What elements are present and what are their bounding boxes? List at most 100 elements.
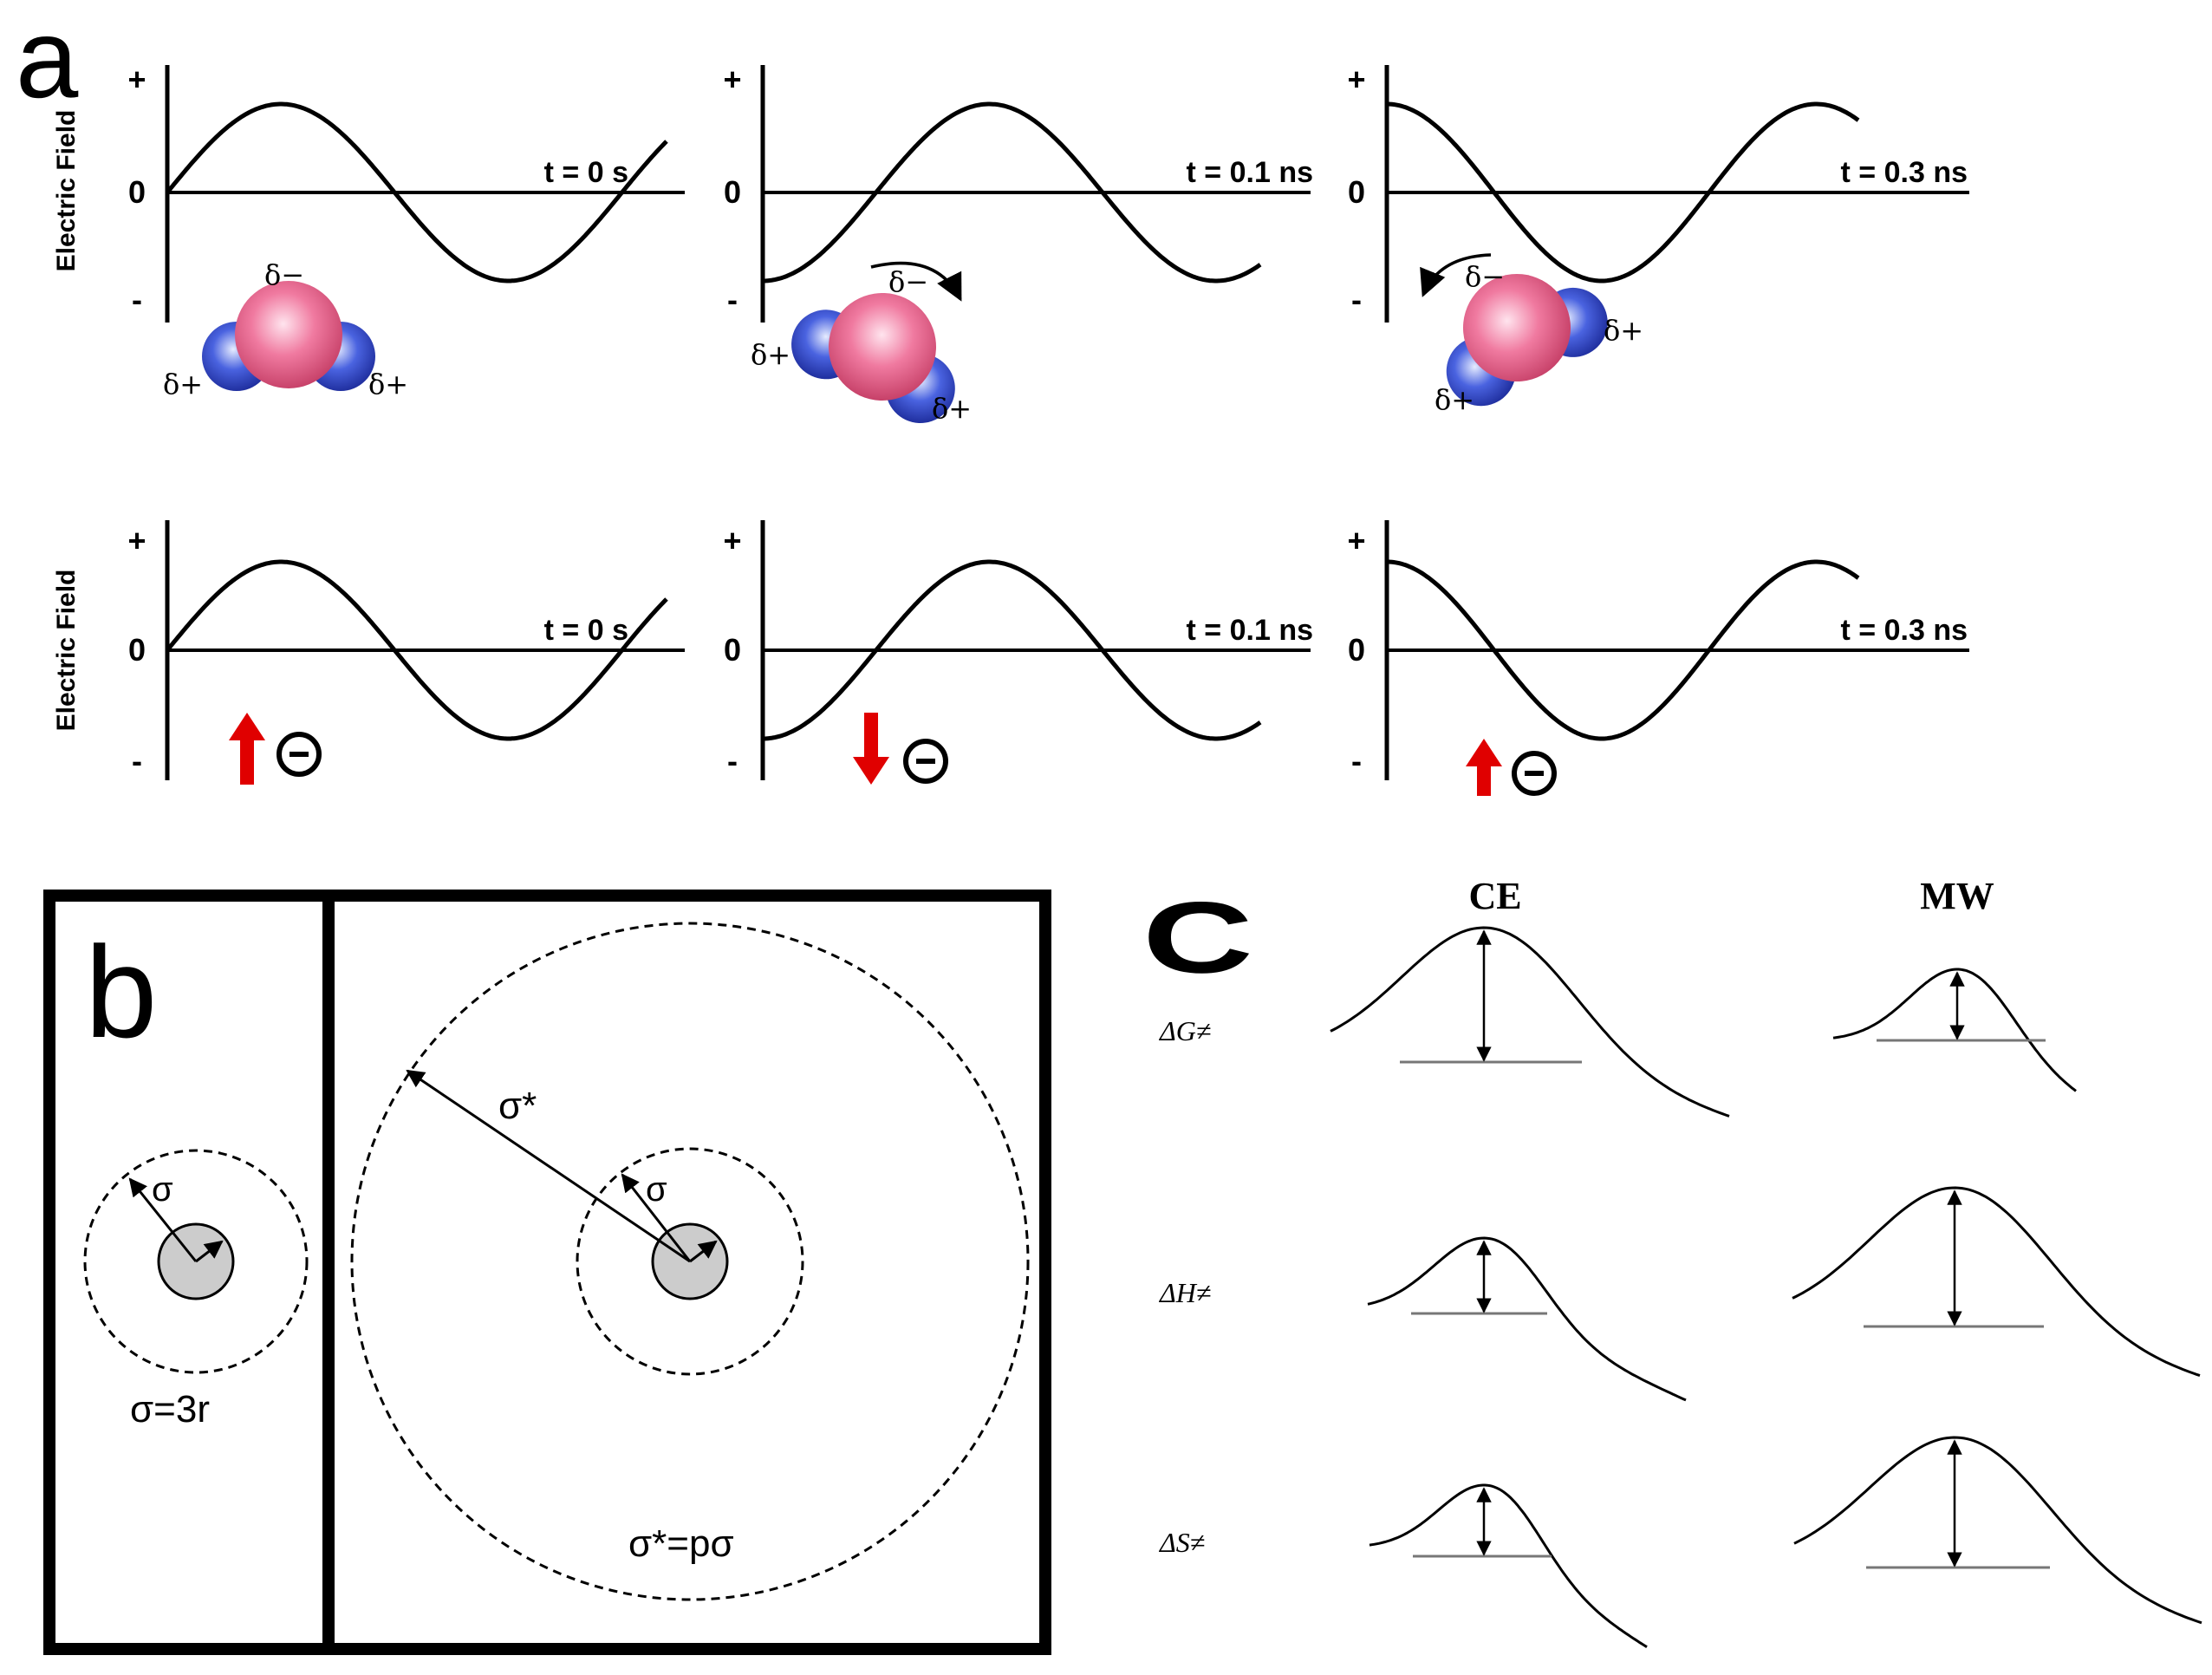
sine-wave <box>763 559 1262 741</box>
barrier-curve <box>1832 968 2077 1092</box>
time-label: t = 0.1 ns <box>1187 614 1313 647</box>
wave-plots: +0 - t = 0 s +0 - t = 0.1 ns +0 - t = 0.3 ns +0 - t… <box>127 62 1969 780</box>
energy-barrier <box>1793 1436 2202 1625</box>
y-axis-label-bottom: Electric Field <box>52 570 81 732</box>
column-header-mw: MW <box>1920 875 1994 917</box>
column-header-ce: CE <box>1468 875 1521 917</box>
rotation-arrow-clockwise <box>870 261 962 302</box>
negative-ion-icon <box>903 739 948 784</box>
sigma-circle <box>83 1149 309 1374</box>
tick-plus: + <box>127 523 146 558</box>
tick-plus: + <box>723 62 741 97</box>
barrier-curve <box>1330 926 1730 1118</box>
sigma-star-circle <box>350 922 1030 1601</box>
tick-zero: 0 <box>724 632 741 668</box>
y-axis-label-top: Electric Field <box>52 110 81 272</box>
oxygen-atom <box>829 293 936 401</box>
sigma-arrow <box>621 1173 692 1262</box>
field-plot: +0 - t = 0.1 ns <box>723 62 1313 323</box>
tick-minus: - <box>1351 743 1362 779</box>
energy-barrier <box>1832 968 2077 1092</box>
charge-delta-minus: δ− <box>1465 260 1505 293</box>
energy-barrier <box>1792 1186 2201 1378</box>
field-plot: +0 - t = 0 s <box>127 520 685 780</box>
sigma-star-label: σ* <box>498 1085 537 1127</box>
field-plot: +0 - t = 0.1 ns <box>723 520 1313 780</box>
sine-wave <box>1387 559 1860 741</box>
tick-zero: 0 <box>1348 174 1365 210</box>
sigma-arrow <box>128 1177 198 1262</box>
panel-a: a Electric Field Electric Field +0 - t = 0… <box>16 0 1969 796</box>
left-equation: σ=3r <box>130 1388 210 1431</box>
rotation-arrow-counterclockwise <box>1420 253 1492 297</box>
charge-delta-minus: δ− <box>264 258 304 291</box>
sine-wave <box>166 101 668 284</box>
sine-wave <box>166 559 668 741</box>
row-label-dh: ΔH≠ <box>1158 1277 1211 1308</box>
barrier-curve <box>1367 1236 1687 1402</box>
oxygen-atom <box>235 281 342 388</box>
sigma-label: σ <box>646 1170 667 1209</box>
tick-zero: 0 <box>128 632 146 668</box>
panel-c: C CE MW ΔG≠ ΔH≠ ΔS≠ <box>1142 875 2202 1648</box>
time-label: t = 0.1 ns <box>1187 156 1313 189</box>
field-plot: +0 - t = 0 s <box>127 62 685 323</box>
field-plot: +0 - t = 0.3 ns <box>1347 520 1969 780</box>
charge-delta-plus: δ+ <box>751 338 790 371</box>
radius-arrow <box>689 1240 718 1263</box>
barrier-curve <box>1369 1483 1648 1648</box>
radius-arrow <box>195 1240 224 1263</box>
negative-ion-icon <box>276 732 322 777</box>
panel-b-letter: b <box>85 919 157 1065</box>
panel-c-letter: C <box>1142 881 1253 994</box>
barrier-curve <box>1793 1436 2202 1625</box>
red-arrow-down-icon <box>853 713 889 785</box>
tick-zero: 0 <box>724 174 741 210</box>
tick-minus: - <box>132 743 142 779</box>
charge-delta-minus: δ− <box>888 265 928 298</box>
row-label-ds: ΔS≠ <box>1158 1527 1205 1558</box>
row-label-dg: ΔG≠ <box>1158 1015 1211 1046</box>
tick-minus: - <box>132 282 142 317</box>
oxygen-atom <box>1463 274 1571 381</box>
sigma-circle <box>576 1147 804 1376</box>
sigma-star-arrow <box>406 1069 691 1263</box>
tick-zero: 0 <box>1348 632 1365 668</box>
time-label: t = 0.3 ns <box>1841 156 1968 189</box>
tick-plus: + <box>723 523 741 558</box>
sigma-label: σ <box>152 1170 173 1209</box>
right-equation: σ*=pσ <box>628 1522 734 1565</box>
energy-barrier <box>1330 926 1730 1118</box>
time-label: t = 0 s <box>544 156 628 189</box>
negative-ion-icon <box>1512 751 1557 796</box>
sine-wave <box>1387 101 1860 284</box>
sine-wave <box>763 101 1262 284</box>
tick-plus: + <box>1347 523 1365 558</box>
tick-zero: 0 <box>128 174 146 210</box>
panel-b-right-box <box>322 890 1051 1655</box>
water-molecule-3 <box>1446 274 1608 407</box>
charge-delta-plus: δ+ <box>932 392 972 425</box>
red-arrow-up-icon <box>1466 739 1502 796</box>
tick-plus: + <box>1347 62 1365 97</box>
red-arrow-up-icon <box>229 713 265 785</box>
water-molecule-1 <box>202 281 375 391</box>
tick-plus: + <box>127 62 146 97</box>
time-label: t = 0.3 ns <box>1841 614 1968 647</box>
energy-barrier <box>1369 1483 1648 1648</box>
energy-barrier <box>1367 1236 1687 1402</box>
charge-delta-plus: δ+ <box>1604 314 1643 347</box>
panel-b: b σ σ=3r σ* σ σ*=pσ <box>43 890 1051 1655</box>
tick-minus: - <box>727 743 738 779</box>
panel-a-letter: a <box>16 0 79 121</box>
field-plot: +0 - t = 0.3 ns <box>1347 62 1969 323</box>
charge-delta-plus: δ+ <box>1435 383 1474 416</box>
time-label: t = 0 s <box>544 614 628 647</box>
tick-minus: - <box>727 282 738 317</box>
charge-delta-plus: δ+ <box>368 368 408 401</box>
charge-delta-plus: δ+ <box>163 368 203 401</box>
water-molecule-2 <box>791 293 955 424</box>
tick-minus: - <box>1351 282 1362 317</box>
energy-barriers <box>1330 926 2202 1648</box>
